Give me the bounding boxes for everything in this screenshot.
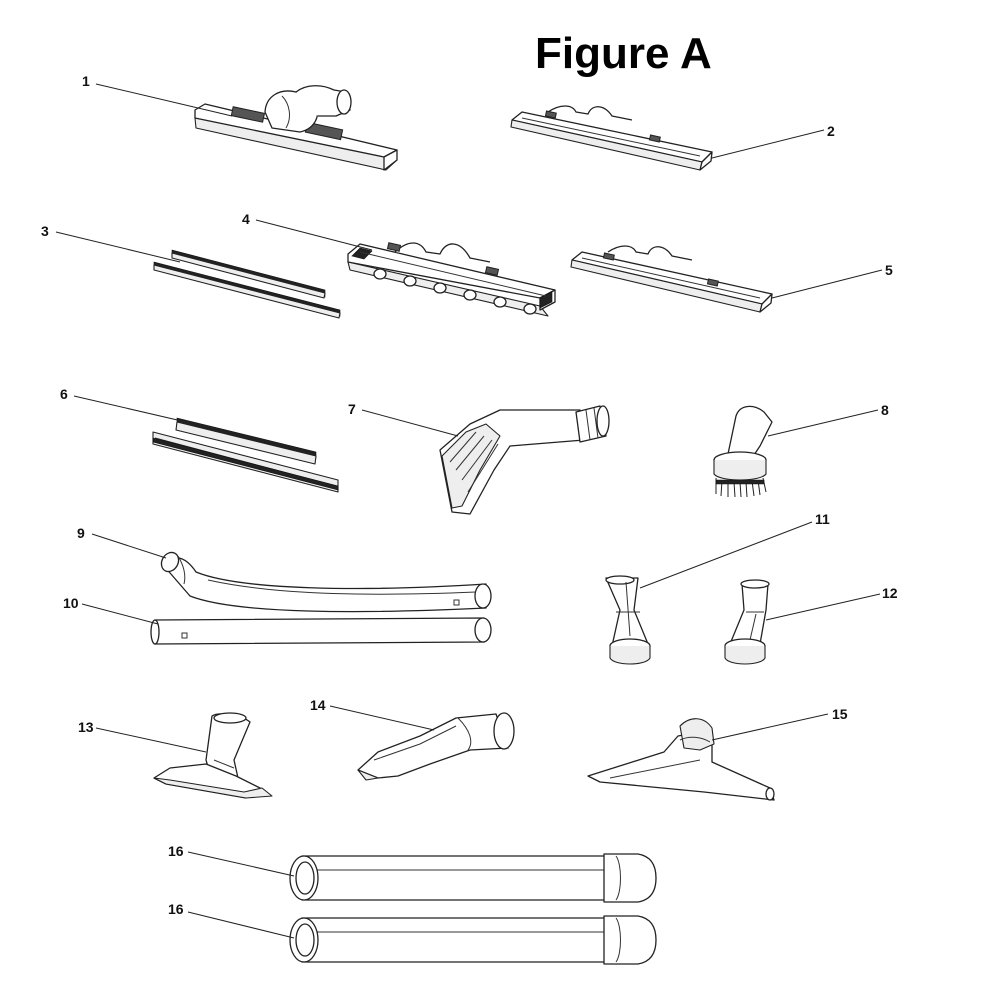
part-3-brush-strips	[153, 249, 341, 319]
leader-4	[255, 219, 373, 251]
leader-5	[771, 269, 883, 299]
part-6-squeegee-strips	[152, 417, 339, 493]
leader-13	[95, 727, 207, 753]
callout-4: 4	[242, 211, 250, 227]
leader-1	[95, 83, 233, 117]
leader-8	[767, 409, 879, 437]
part-7-gulper-nozzle	[439, 405, 610, 515]
callout-16a: 16	[168, 843, 184, 859]
callout-14: 14	[310, 697, 326, 713]
part-14-crevice-tool	[357, 712, 515, 781]
part-1-floor-nozzle	[194, 85, 398, 171]
part-11-adapter	[605, 575, 651, 665]
leader-11	[639, 521, 813, 589]
callout-labels: 1 2 3 4 5 6 7 8 9 10 11 12 13 14 15 16 1…	[41, 73, 898, 917]
part-16-lower-wand	[289, 915, 657, 965]
callout-12: 12	[882, 585, 898, 601]
leader-14	[329, 705, 435, 731]
leader-16a	[187, 851, 295, 877]
leader-7	[361, 409, 459, 437]
callout-7: 7	[348, 401, 356, 417]
callout-11: 11	[815, 511, 830, 527]
part-4-caster-nozzle	[347, 242, 556, 317]
callout-13: 13	[78, 719, 94, 735]
callout-16b: 16	[168, 901, 184, 917]
part-5-squeegee-base	[570, 245, 773, 313]
part-13-utility-nozzle	[153, 712, 273, 799]
callout-6: 6	[60, 386, 68, 402]
leader-lines	[55, 83, 883, 939]
callout-8: 8	[881, 402, 889, 418]
callout-3: 3	[41, 223, 49, 239]
callout-2: 2	[827, 123, 835, 139]
part-10-straight-wand	[150, 617, 492, 645]
leader-3	[55, 231, 181, 263]
callout-10: 10	[63, 595, 79, 611]
part-12-adapter	[724, 579, 770, 665]
callout-1: 1	[82, 73, 90, 89]
leader-2	[711, 129, 825, 159]
part-8-dusting-brush	[713, 405, 773, 498]
leader-12	[765, 593, 881, 621]
callout-5: 5	[885, 262, 893, 278]
part-9-curved-wand	[160, 551, 492, 613]
leader-10	[81, 603, 159, 625]
leader-15	[711, 713, 829, 741]
callout-9: 9	[77, 525, 85, 541]
callout-15: 15	[832, 706, 848, 722]
leader-16b	[187, 911, 295, 939]
part-15-wide-floor-tool	[587, 718, 775, 801]
part-2-squeegee-base	[510, 105, 713, 171]
leader-9	[91, 533, 167, 559]
part-16-upper-wand	[289, 853, 657, 903]
leader-6	[73, 395, 187, 423]
figure-title: Figure A	[535, 29, 712, 78]
